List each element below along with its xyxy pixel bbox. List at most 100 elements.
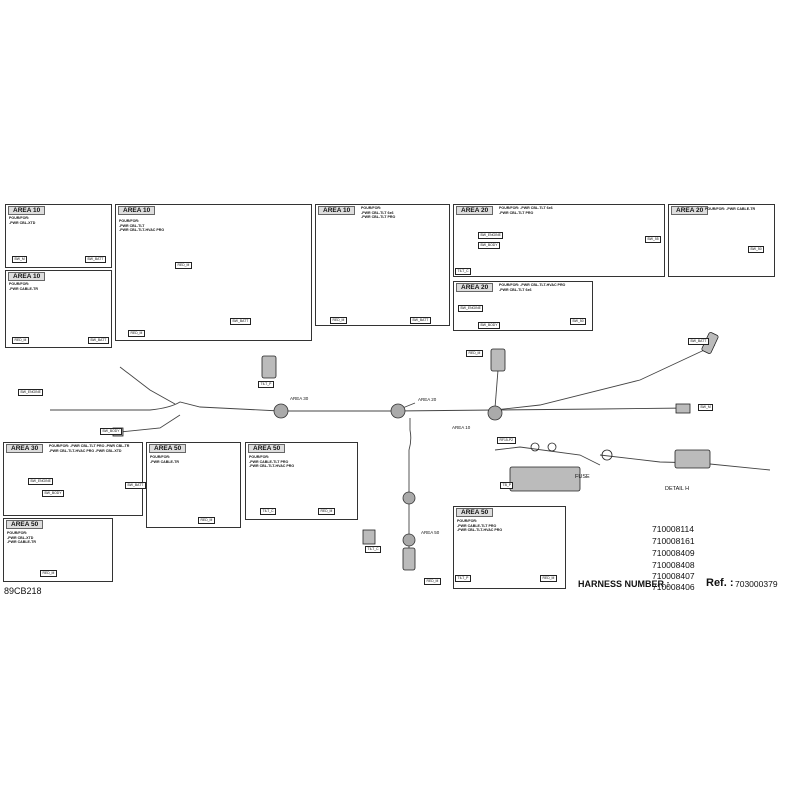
tag-bw-batt-right: BW_BATT xyxy=(688,338,709,345)
tag-red-m: RED_M xyxy=(318,508,335,515)
splice-area30 xyxy=(273,403,289,419)
label-area10: AREA 10 xyxy=(452,425,471,430)
splice-area20 xyxy=(390,403,406,419)
connector-top-left xyxy=(261,355,277,379)
connector-right-end xyxy=(675,403,691,414)
label-area30: AREA 30 xyxy=(290,396,309,401)
drawing-code: 89CB218 xyxy=(4,586,42,596)
box-note: POUR/FOR: -PWR CBL-TLT-HVAC PRO -PWR CBL… xyxy=(499,283,566,292)
harness-number-4: 710008408 xyxy=(652,560,695,570)
tag-red-m: RED_M xyxy=(175,262,192,269)
branch-wire-left xyxy=(119,366,176,405)
harness-number-1: 710008114 xyxy=(652,524,694,534)
harness-number-label: HARNESS NUMBER : xyxy=(578,579,670,589)
tag-fuse-p2: RF15-P2 xyxy=(497,437,516,444)
box-area10-tlt: AREA 10 POUR/FOR: -PWR CBL-TLT -PWR CBL-… xyxy=(115,204,312,341)
box-title: AREA 50 xyxy=(248,444,286,453)
tag-bw-batt: BW_BATT xyxy=(410,317,431,324)
tag-tilt-c: TILT_C xyxy=(455,268,472,275)
box-note: POUR/FOR: -PWR CBL-XTD xyxy=(9,216,36,225)
ring-terminal xyxy=(601,449,613,461)
tag-bw-body: BW_BODY xyxy=(100,428,122,435)
box-note: POUR/FOR: -PWR CABLE-TLT PRO -PWR CBL-TL… xyxy=(249,455,295,469)
tag-bw-engine: BW_ENGINE xyxy=(458,305,484,312)
tag-tilt-c: TILT_C xyxy=(260,508,277,515)
box-note: POUR/FOR: -PWR CBL-TLT 6x6 -PWR CBL-TLT … xyxy=(361,206,396,220)
tag-bw-engine: BW_ENGINE xyxy=(478,232,504,239)
label-detail-h: DETAIL H xyxy=(665,486,690,492)
box-title: AREA 50 xyxy=(149,444,187,453)
detail-h-fuse xyxy=(674,449,711,469)
harness-number-3: 710008409 xyxy=(652,548,695,558)
label-area50: AREA 50 xyxy=(421,530,440,535)
box-title: AREA 20 xyxy=(456,283,494,292)
label-area20: AREA 20 xyxy=(418,397,437,402)
harness-number-2: 710008161 xyxy=(652,536,695,546)
tag-red-m: RED_M xyxy=(198,517,215,524)
tag-bw-batt: BW_BATT xyxy=(88,337,109,344)
tag-bw-m: BW_M xyxy=(12,256,28,263)
harness-number-6: 710008406 xyxy=(652,582,695,592)
box-title: AREA 10 xyxy=(8,206,46,215)
tag-bw-engine: BW_ENGINE xyxy=(18,389,44,396)
box-note: POUR/FOR: -PWR CBL-XTD -PWR CABLE-TR xyxy=(7,531,36,545)
fuse-bolt-right xyxy=(547,442,557,452)
splice-area10 xyxy=(487,405,503,421)
tag-bw-engine: BW_ENGINE xyxy=(28,478,54,485)
box-area50-tlt-pro: AREA 50 POUR/FOR: -PWR CABLE-TLT PRO -PW… xyxy=(245,442,358,520)
branch-wire-bw-body xyxy=(119,414,181,433)
box-title: AREA 10 xyxy=(118,206,156,215)
tag-red-m: RED_M xyxy=(128,330,145,337)
box-area30: AREA 30 POUR/FOR: -PWR CBL-TLT PRO -PWR … xyxy=(3,442,143,516)
box-area20-tlt6x6: AREA 20 POUR/FOR: -PWR CBL-TLT 6x6 -PWR … xyxy=(453,204,665,277)
box-note: POUR/FOR: -PWR CABLE-TR xyxy=(150,455,179,464)
box-title: AREA 10 xyxy=(318,206,356,215)
fuse-bolt-left xyxy=(530,442,540,452)
tag-tilt-p: TILT_P xyxy=(455,575,471,582)
tag-red-m: RED_M xyxy=(40,570,57,577)
fuse-holder xyxy=(509,466,581,492)
splice-area50-b xyxy=(402,533,416,547)
box-note: POUR/FOR: -PWR CBL-TLT PRO -PWR CBL-TR -… xyxy=(49,444,130,453)
box-title: AREA 30 xyxy=(6,444,44,453)
box-title: AREA 20 xyxy=(456,206,494,215)
tag-red-m: RED_M xyxy=(330,317,347,324)
box-note: POUR/FOR: -PWR CABLE-TR xyxy=(705,207,756,211)
tag-bw-batt: BW_BATT xyxy=(85,256,106,263)
ref-value: 703000379 xyxy=(735,579,778,589)
tag-tilt-p: TILT_P xyxy=(258,381,274,388)
box-note: POUR/FOR: -PWR CABLE-TLT PRO -PWR CBL-TL… xyxy=(457,519,503,533)
tag-red-m: RED_M xyxy=(540,575,557,582)
tag-bw-body: BW_BODY xyxy=(478,322,500,329)
box-area10-tr: AREA 10 POUR/FOR: -PWR CABLE-TR xyxy=(5,270,112,348)
tag-tilt-c: TILT_C xyxy=(365,546,382,553)
connector-top-mid xyxy=(490,348,506,372)
box-title: AREA 20 xyxy=(671,206,709,215)
tag-bw-50: BW_50 xyxy=(748,246,765,253)
ref-label: Ref. : xyxy=(706,577,734,589)
tag-bw-body: BW_BODY xyxy=(478,242,500,249)
tag-tb-p: TB_P xyxy=(500,482,514,489)
connector-bottom xyxy=(402,547,416,571)
tag-red-m-bottom: RED_M xyxy=(424,578,441,585)
connector-bottom-left xyxy=(362,529,376,545)
tag-red-m-top: RED_M xyxy=(466,350,483,357)
tag-bw-50: BW_50 xyxy=(570,318,587,325)
tag-red-m: RED_M xyxy=(12,337,29,344)
box-title: AREA 50 xyxy=(456,508,494,517)
main-trunk-wire xyxy=(50,401,691,412)
box-area50-tr: AREA 50 POUR/FOR: -PWR CABLE-TR xyxy=(146,442,241,528)
branch-wire-right xyxy=(494,344,716,411)
tag-bw-55: BW_55 xyxy=(645,236,662,243)
harness-number-5: 710008407 xyxy=(652,571,695,581)
tag-bw-batt: BW_BATT xyxy=(125,482,146,489)
box-title: AREA 10 xyxy=(8,272,46,281)
branch-wire-up xyxy=(494,369,499,409)
tag-bw-m-right: BW_M xyxy=(698,404,714,411)
box-note: POUR/FOR: -PWR CBL-TLT -PWR CBL-TLT-HVAC… xyxy=(119,219,165,233)
box-title: AREA 50 xyxy=(6,520,44,529)
tag-bw-body: BW_BODY xyxy=(42,490,64,497)
tag-bw-batt: BW_BATT xyxy=(230,318,251,325)
